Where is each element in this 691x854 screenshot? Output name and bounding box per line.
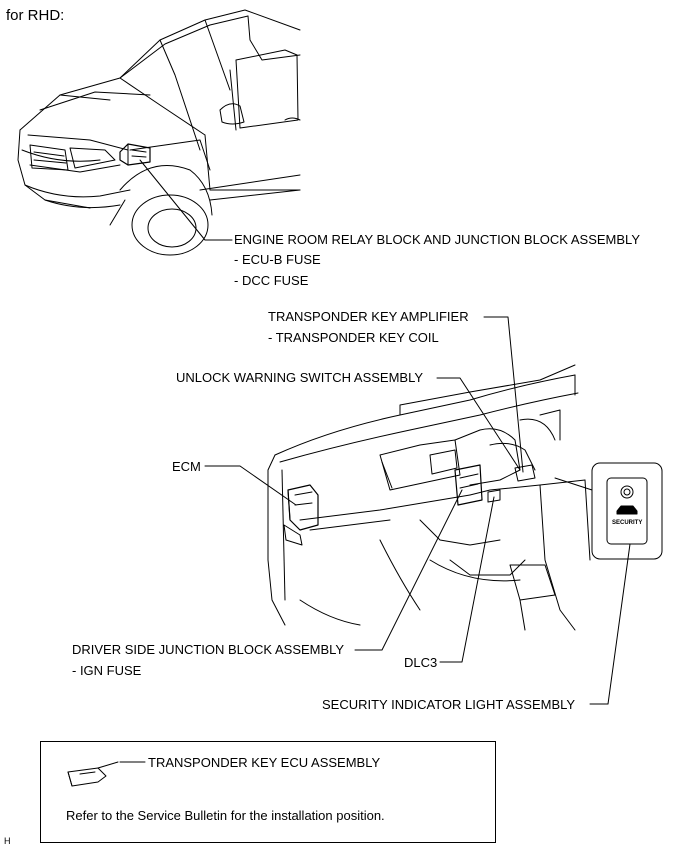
vehicle-illustration — [17, 9, 301, 256]
dcc-fuse-label: - DCC FUSE — [234, 273, 309, 288]
transponder-amp-label: TRANSPONDER KEY AMPLIFIER — [268, 309, 469, 324]
transponder-coil-label: - TRANSPONDER KEY COIL — [268, 330, 439, 345]
transponder-ecu-icon — [67, 761, 119, 787]
ecm-label: ECM — [172, 459, 201, 474]
security-badge-text: SECURITY — [612, 520, 643, 526]
corner-mark: H — [4, 836, 11, 846]
leader-lines — [119, 159, 631, 763]
security-indicator-detail — [591, 462, 663, 560]
dlc3-label: DLC3 — [404, 655, 438, 670]
transponder-ecu-box — [40, 741, 496, 843]
security-light-label: SECURITY INDICATOR LIGHT ASSEMBLY — [322, 697, 576, 712]
engine-room-relay-label: ENGINE ROOM RELAY BLOCK AND JUNCTION BLO… — [234, 232, 640, 247]
page-heading: for RHD: — [6, 7, 65, 24]
unlock-warning-label: UNLOCK WARNING SWITCH ASSEMBLY — [176, 370, 424, 385]
dashboard-illustration — [267, 364, 591, 631]
driver-jb-label: DRIVER SIDE JUNCTION BLOCK ASSEMBLY — [72, 642, 345, 657]
ign-fuse-label: - IGN FUSE — [72, 663, 142, 678]
ecu-b-fuse-label: - ECU-B FUSE — [234, 252, 321, 267]
transponder-ecu-note: Refer to the Service Bulletin for the in… — [66, 808, 385, 823]
transponder-ecu-title: TRANSPONDER KEY ECU ASSEMBLY — [148, 755, 381, 770]
